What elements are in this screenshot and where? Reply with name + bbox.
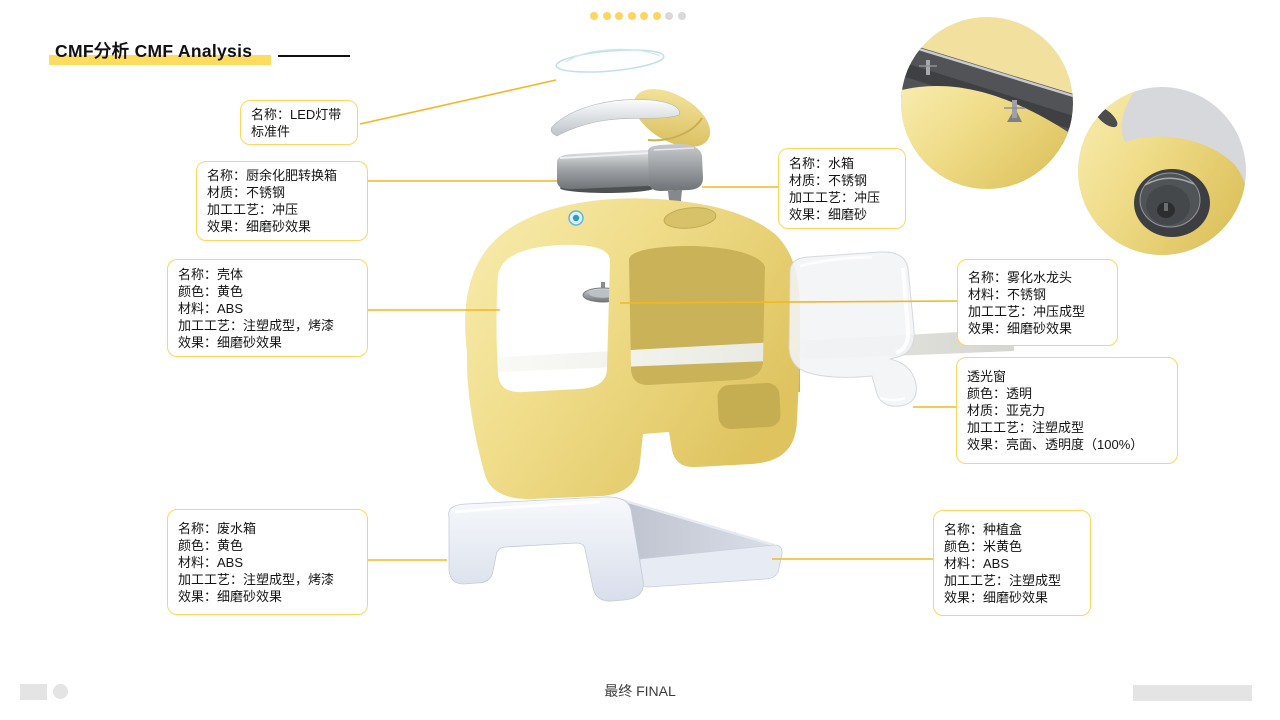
page-title: CMF分析 CMF Analysis [55, 41, 253, 61]
detail-circle-2 [1078, 87, 1246, 255]
led-lens [555, 48, 665, 73]
progress-dot [640, 12, 648, 20]
callout-converter-text: 名称：厨余化肥转换箱 材质：不锈钢 加工工艺：冲压 效果：细磨砂效果 [207, 168, 338, 234]
nozzle-pin-1 [919, 60, 937, 75]
power-button [568, 210, 584, 226]
callout-faucet-text: 名称：雾化水龙头 材料：不锈钢 加工工艺：冲压成型 效果：细磨砂效果 [968, 269, 1086, 336]
tray-handle [448, 496, 644, 602]
decor-circle [53, 684, 68, 699]
callout-led-text: 名称：LED灯带 标准件 [251, 106, 342, 139]
callout-converter-box: 名称：厨余化肥转换箱 材质：不锈钢 加工工艺：冲压 效果：细磨砂效果 [196, 161, 368, 241]
callout-light-window: 透光窗 颜色：透明 材质：亚克力 加工工艺：注塑成型 效果：亮面、透明度（100… [956, 357, 1178, 464]
callout-water-tank: 名称：水箱 材质：不锈钢 加工工艺：冲压 效果：细磨砂 [778, 148, 906, 229]
progress-dot [665, 12, 673, 20]
decor-rectangle-right [1133, 685, 1252, 701]
leader-faucet [619, 300, 958, 304]
nozzle-pin-2 [1004, 100, 1025, 122]
callout-shell-text: 名称：壳体 颜色：黄色 材料：ABS 加工工艺：注塑成型，烤漆 效果：细磨砂效果 [178, 266, 335, 350]
converter-box [556, 144, 703, 204]
progress-dots [590, 12, 686, 20]
shell-interior [612, 237, 800, 392]
detail-circle-1 [901, 17, 1073, 189]
top-cover [550, 89, 711, 147]
top-recess [663, 207, 717, 229]
slide-footer: 最终 FINAL [604, 683, 676, 699]
progress-dot [677, 12, 686, 20]
tank-spout [668, 190, 682, 204]
callout-shell: 名称：壳体 颜色：黄色 材料：ABS 加工工艺：注塑成型，烤漆 效果：细磨砂效果 [167, 259, 368, 357]
side-cutout [717, 383, 781, 429]
callout-plant-text: 名称：种植盒 颜色：米黄色 材料：ABS 加工工艺：注塑成型 效果：细磨砂效果 [944, 521, 1062, 605]
title-rule [278, 55, 350, 57]
callout-window-text: 透光窗 颜色：透明 材质：亚克力 加工工艺：注塑成型 效果：亮面、透明度（100… [967, 369, 1144, 452]
callout-waste-water-box: 名称：废水箱 颜色：黄色 材料：ABS 加工工艺：注塑成型，烤漆 效果：细磨砂效… [167, 509, 368, 615]
callout-planting-box: 名称：种植盒 颜色：米黄色 材料：ABS 加工工艺：注塑成型 效果：细磨砂效果 [933, 510, 1091, 616]
inner-shelf [486, 329, 1014, 372]
planting-tray [448, 496, 783, 602]
callout-led-strip: 名称：LED灯带 标准件 [240, 100, 358, 145]
progress-dot [615, 12, 623, 20]
leader-led [359, 79, 557, 125]
progress-dot [652, 12, 661, 20]
main-shell [465, 198, 1014, 500]
progress-dot [590, 12, 598, 20]
progress-dot [627, 12, 636, 20]
callout-atomizing-faucet: 名称：雾化水龙头 材料：不锈钢 加工工艺：冲压成型 效果：细磨砂效果 [957, 259, 1118, 346]
decor-rectangle-left [20, 684, 47, 700]
atomizing-faucet [582, 282, 624, 303]
callout-tank-text: 名称：水箱 材质：不锈钢 加工工艺：冲压 效果：细磨砂 [789, 155, 881, 222]
title-highlight [49, 55, 271, 65]
light-window [788, 251, 917, 407]
nozzle-cylinder [1134, 169, 1210, 237]
progress-dot [602, 12, 611, 20]
callout-waste-text: 名称：废水箱 颜色：黄色 材料：ABS 加工工艺：注塑成型，烤漆 效果：细磨砂效… [178, 520, 335, 604]
